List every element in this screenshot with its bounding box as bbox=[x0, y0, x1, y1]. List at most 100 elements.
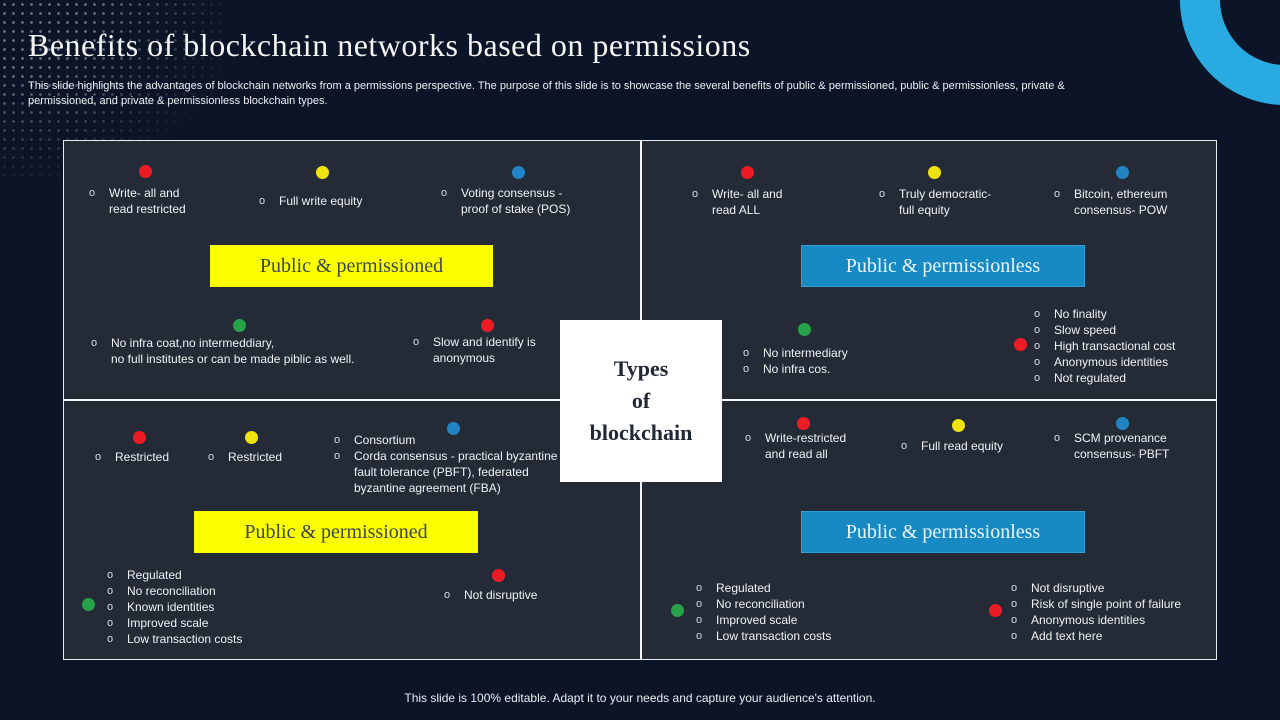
benefit-item: o Voting consensus - proof of stake (POS) bbox=[441, 166, 571, 217]
benefit-item: o Not disruptive o Risk of single point of… bbox=[989, 580, 1182, 644]
benefit-text: High transactional cost bbox=[1054, 339, 1176, 353]
bullet-marker: o bbox=[1011, 598, 1018, 610]
bullet-marker: o bbox=[208, 451, 215, 463]
green-dot-icon bbox=[233, 319, 246, 332]
benefit-text: Not disruptive bbox=[464, 588, 538, 602]
yellow-dot-icon bbox=[928, 166, 941, 179]
benefit-text: Slow and identify is anonymous bbox=[433, 335, 536, 365]
benefit-text: Low transaction costs bbox=[716, 629, 832, 643]
green-dot-icon bbox=[671, 604, 684, 617]
banner-public-permissionless: Public & permissionless bbox=[801, 511, 1085, 553]
bullet-marker: o bbox=[1054, 432, 1061, 444]
red-dot-icon bbox=[797, 417, 810, 430]
benefit-item: o Slow and identify is anonymous bbox=[413, 319, 536, 366]
red-dot-icon bbox=[481, 319, 494, 332]
benefit-item: o Bitcoin, ethereum consensus- POW bbox=[1054, 166, 1168, 218]
red-dot-icon bbox=[492, 569, 505, 582]
bullet-marker: o bbox=[1054, 188, 1061, 200]
center-title: Types of blockchain bbox=[589, 356, 693, 445]
bullet-marker: o bbox=[107, 633, 114, 645]
bullet-marker: o bbox=[696, 614, 703, 626]
halftone-dots-decor bbox=[0, 0, 228, 178]
benefit-text: Known identities bbox=[127, 600, 215, 614]
bullet-marker: o bbox=[879, 188, 886, 200]
bullet-marker: o bbox=[692, 188, 699, 200]
bullet-marker: o bbox=[1034, 308, 1041, 320]
benefit-text: Anonymous identities bbox=[1031, 613, 1146, 627]
banner-public-permissionless: Public & permissionless bbox=[801, 245, 1085, 287]
bullet-marker: o bbox=[743, 363, 750, 375]
bullet-marker: o bbox=[1011, 614, 1018, 626]
benefit-item: o Not disruptive bbox=[444, 569, 538, 603]
bullet-marker: o bbox=[901, 440, 908, 452]
bullet-marker: o bbox=[1034, 324, 1041, 336]
red-dot-icon bbox=[989, 604, 1002, 617]
benefit-text: Improved scale bbox=[716, 613, 798, 627]
benefit-text: Slow speed bbox=[1054, 323, 1117, 337]
red-dot-icon bbox=[741, 166, 754, 179]
bullet-marker: o bbox=[743, 347, 750, 359]
bullet-marker: o bbox=[413, 336, 420, 348]
green-dot-icon bbox=[82, 598, 95, 611]
yellow-dot-icon bbox=[245, 431, 258, 444]
yellow-dot-icon bbox=[952, 419, 965, 432]
benefit-text: Truly democratic- full equity bbox=[899, 187, 992, 217]
slide-description: This slide highlights the advantages of … bbox=[28, 80, 1065, 107]
benefit-text: Add text here bbox=[1031, 629, 1103, 643]
benefit-item: o Truly democratic- full equity bbox=[879, 166, 992, 218]
benefit-item: o Full read equity bbox=[901, 419, 1004, 454]
bullet-marker: o bbox=[441, 187, 448, 199]
benefit-text: Corda consensus - practical byzantine fa… bbox=[354, 449, 558, 495]
bullet-marker: o bbox=[1034, 372, 1041, 384]
corner-ring-icon bbox=[1180, 0, 1280, 105]
benefit-text: Restricted bbox=[115, 450, 170, 464]
bullet-marker: o bbox=[107, 585, 114, 597]
benefit-text: Not regulated bbox=[1054, 371, 1127, 385]
yellow-dot-icon bbox=[316, 166, 329, 179]
bullet-marker: o bbox=[1034, 356, 1041, 368]
benefit-text: No finality bbox=[1054, 307, 1107, 321]
bullet-marker: o bbox=[745, 432, 752, 444]
bullet-marker: o bbox=[107, 569, 114, 581]
benefit-text: No intermediary bbox=[763, 346, 848, 360]
benefit-text: Risk of single point of failure bbox=[1031, 597, 1182, 611]
banner-public-permissioned: Public & permissioned bbox=[194, 511, 478, 553]
benefit-text: Not disruptive bbox=[1031, 581, 1105, 595]
red-dot-icon bbox=[1014, 338, 1027, 351]
benefit-text: Voting consensus - proof of stake (POS) bbox=[461, 186, 571, 216]
blue-dot-icon bbox=[1116, 166, 1129, 179]
benefit-text: Full read equity bbox=[921, 439, 1004, 453]
benefit-text: Regulated bbox=[716, 581, 771, 595]
blue-dot-icon bbox=[1116, 417, 1129, 430]
blue-dot-icon bbox=[447, 422, 460, 435]
bullet-marker: o bbox=[696, 582, 703, 594]
benefit-text: Bitcoin, ethereum consensus- POW bbox=[1074, 187, 1168, 217]
bullet-marker: o bbox=[259, 195, 266, 207]
benefit-text: Anonymous identities bbox=[1054, 355, 1169, 369]
center-title-box: Types of blockchain bbox=[560, 320, 722, 482]
benefit-text: Regulated bbox=[127, 568, 182, 582]
benefit-text: Consortium bbox=[354, 433, 416, 447]
benefit-text: Write- all and read restricted bbox=[109, 186, 186, 216]
red-dot-icon bbox=[139, 165, 152, 178]
bullet-marker: o bbox=[95, 451, 102, 463]
benefit-text: No reconciliation bbox=[127, 584, 216, 598]
benefit-item: o Restricted bbox=[95, 431, 170, 465]
benefit-text: Low transaction costs bbox=[127, 632, 243, 646]
bullet-marker: o bbox=[444, 589, 451, 601]
bullet-marker: o bbox=[91, 337, 98, 349]
blue-dot-icon bbox=[512, 166, 525, 179]
